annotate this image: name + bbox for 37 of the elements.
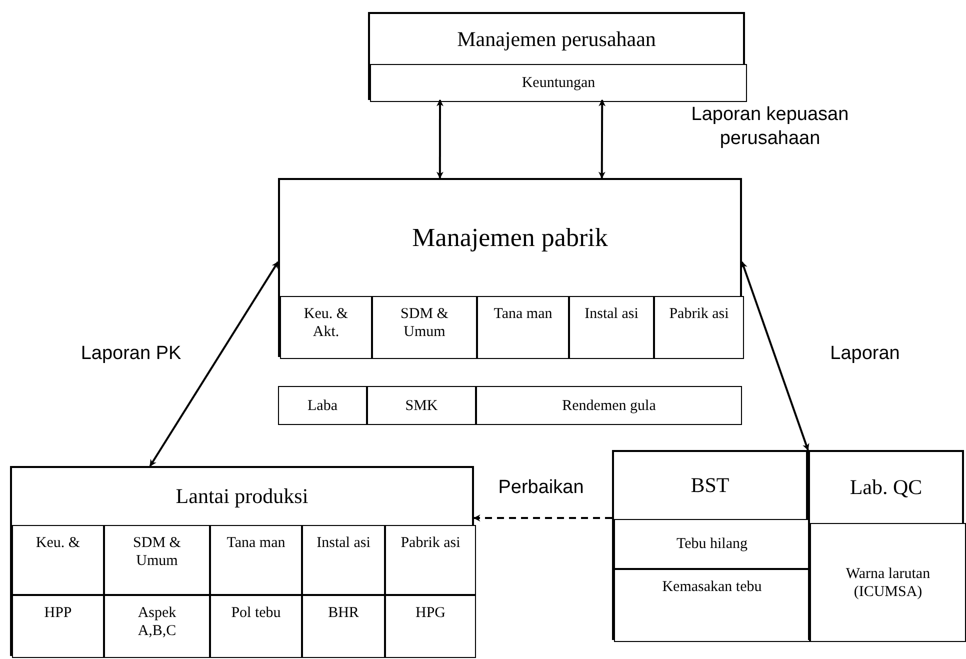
arrow [149, 261, 279, 467]
table-cell: BHR [302, 595, 385, 658]
unit-box [368, 12, 745, 100]
unit-title: Manajemen pabrik [412, 222, 608, 254]
table-cell: Aspek A,B,C [104, 595, 210, 658]
unit-title: Lantai produksi [176, 483, 308, 510]
table-cell: Keu. & Akt. [280, 296, 372, 359]
table-cell: Instal asi [302, 525, 385, 595]
table-cell: SDM & Umum [372, 296, 477, 359]
dashed-arrow [473, 514, 612, 522]
table-cell: HPG [385, 595, 476, 658]
table-cell: Laba [278, 386, 367, 425]
table-cell: HPP [12, 595, 104, 658]
unit-box [612, 450, 808, 640]
table-cell: Kemasakan tebu [614, 569, 810, 642]
table-cell: Pabrik asi [654, 296, 744, 359]
table-cell: Warna larutan (ICUMSA) [810, 523, 966, 642]
unit-title: Lab. QC [850, 474, 922, 501]
table-cell: Tana man [477, 296, 569, 359]
table-cell: Pol tebu [210, 595, 302, 658]
unit-box [278, 178, 742, 357]
table-cell: Keuntungan [370, 64, 747, 102]
unit-box [808, 450, 964, 640]
table-cell: Tebu hilang [614, 519, 810, 569]
unit-box [10, 466, 474, 656]
unit-title: Manajemen perusahaan [457, 26, 656, 52]
unit-title: BST [690, 472, 730, 499]
table-cell: Instal asi [569, 296, 654, 359]
table-cell: SDM & Umum [104, 525, 210, 595]
arrow [598, 99, 606, 179]
table-cell: Pabrik asi [385, 525, 476, 595]
table-cell: Tana man [210, 525, 302, 595]
arrow [436, 99, 444, 179]
table-cell: Keu. & [12, 525, 104, 595]
arrow [740, 261, 810, 451]
table-cell: SMK [367, 386, 476, 425]
table-cell: Rendemen gula [476, 386, 742, 425]
